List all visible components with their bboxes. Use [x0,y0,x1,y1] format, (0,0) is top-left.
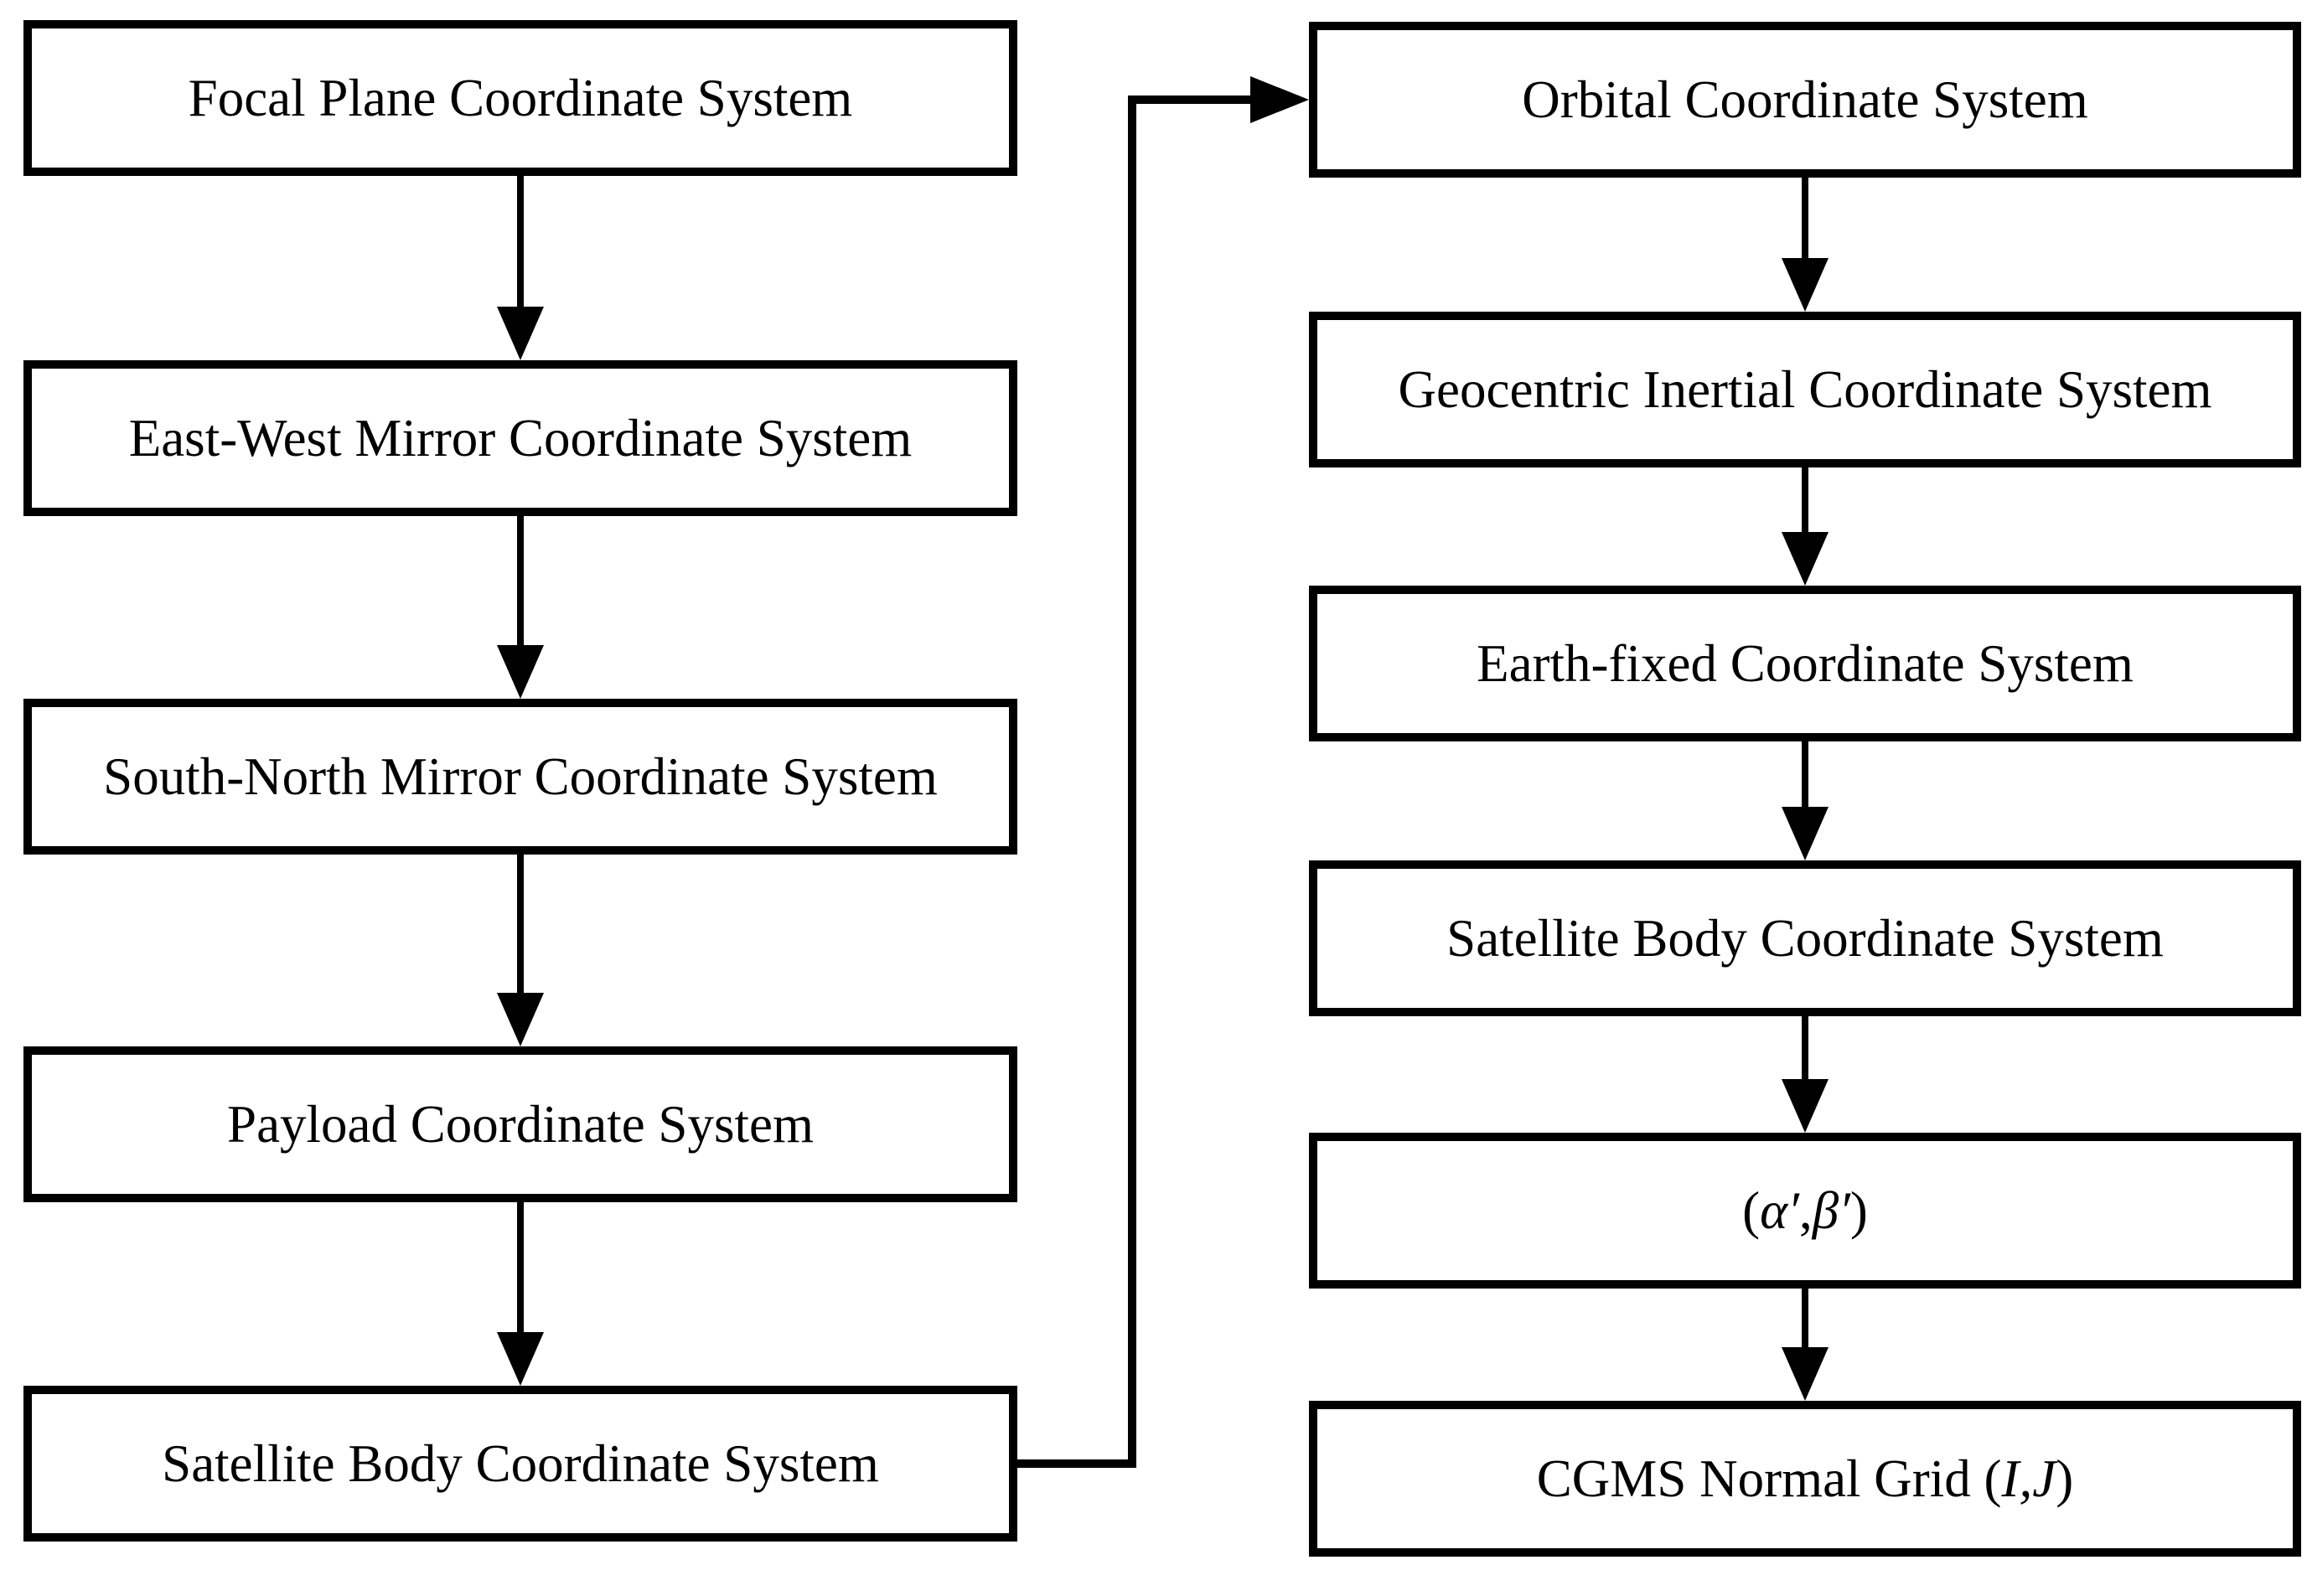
arrow-down-line [1802,178,1808,258]
arrow-down-line [1802,1289,1808,1347]
connector-arrowhead-icon [1250,76,1309,123]
box-label-part: , [1798,1180,1813,1240]
arrow-down-line [1802,467,1808,532]
arrow-down-head-icon [1782,807,1829,860]
box-label-part: I,J [2001,1449,2056,1508]
flow-box-label: (α′ , β′ ) [1309,1133,2301,1289]
arrow-down-head-icon [497,1332,544,1386]
box-label: Focal Plane Coordinate System [188,68,853,127]
box-label: Satellite Body Coordinate System [1446,908,2164,968]
connector-top-line [1128,96,1250,104]
box-label-part: β′ [1812,1180,1850,1240]
box-label: South-North Mirror Coordinate System [103,746,938,806]
box-label: Earth-fixed Coordinate System [1477,633,2134,693]
connector-spur-line [1017,1459,1136,1468]
flow-box-geocentric-inertial-coordinate-system: Geocentric Inertial Coordinate System [1309,312,2301,467]
box-label-part: α′ [1760,1180,1799,1240]
flow-box-earth-fixed-coordinate-system: Earth-fixed Coordinate System [1309,586,2301,741]
box-label-part: CGMS Normal Grid ( [1536,1449,2002,1508]
box-label: East-West Mirror Coordinate System [128,408,913,467]
flow-box-focal-plane-coordinate-system: Focal Plane Coordinate System [23,20,1017,176]
box-label: Satellite Body Coordinate System [162,1433,879,1493]
box-label: Payload Coordinate System [227,1094,814,1154]
flow-box-satellite-body-coordinate-system: Satellite Body Coordinate System [1309,860,2301,1016]
arrow-down-head-icon [1782,1347,1829,1401]
arrow-down-line [517,516,524,645]
arrow-down-line [517,1202,524,1332]
arrow-down-head-icon [1782,258,1829,312]
flow-box-east-west-mirror-coordinate-system: East-West Mirror Coordinate System [23,360,1017,516]
arrow-down-head-icon [1782,532,1829,586]
flow-box-cgms-normal-grid-i-j: CGMS Normal Grid (I,J) [1309,1401,2301,1557]
arrow-down-head-icon [497,645,544,699]
arrow-down-line [517,855,524,993]
box-label-part: ) [2056,1449,2074,1508]
arrow-down-line [1802,741,1808,807]
arrow-down-line [517,176,524,307]
box-label: Orbital Coordinate System [1522,70,2088,129]
arrow-down-line [1802,1016,1808,1079]
arrow-down-head-icon [1782,1079,1829,1133]
connector-vertical-line [1128,96,1136,1468]
flow-box-satellite-body-coordinate-system: Satellite Body Coordinate System [23,1386,1017,1542]
box-label-part: ( [1742,1180,1761,1240]
arrow-down-head-icon [497,307,544,360]
arrow-down-head-icon [497,993,544,1046]
flow-box-payload-coordinate-system: Payload Coordinate System [23,1046,1017,1202]
box-label-part: ) [1849,1180,1868,1240]
box-label: Geocentric Inertial Coordinate System [1398,359,2212,419]
flow-box-orbital-coordinate-system: Orbital Coordinate System [1309,22,2301,178]
flow-box-south-north-mirror-coordinate-system: South-North Mirror Coordinate System [23,699,1017,855]
